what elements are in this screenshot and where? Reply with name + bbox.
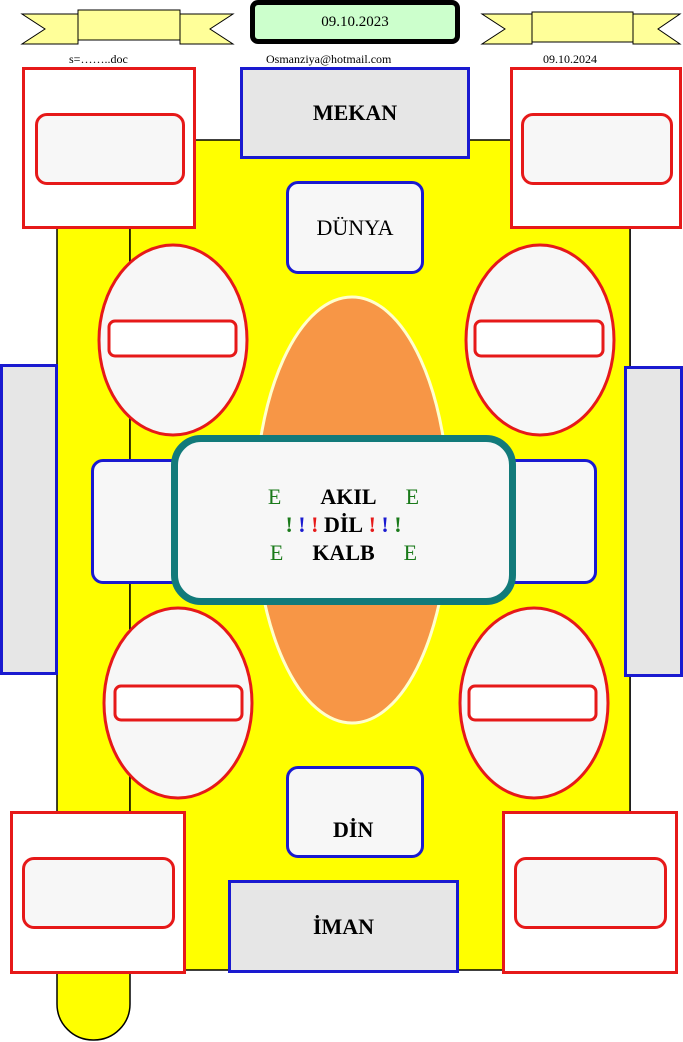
date-right-label: 09.10.2024 xyxy=(543,52,597,66)
dil-mark-l2: ! xyxy=(298,512,306,537)
dil-mark-l1: ! xyxy=(285,512,293,537)
left-banner xyxy=(20,9,235,45)
side-panel-right xyxy=(624,366,683,677)
corner-seat-bottom-left xyxy=(10,811,186,974)
seat-bar-top-left xyxy=(107,319,238,358)
akil-right-e: E xyxy=(405,484,420,509)
dil-mark-l3: ! xyxy=(311,512,319,537)
file-label: s=……..doc xyxy=(69,52,128,66)
right-banner xyxy=(480,11,682,45)
iman-label: İMAN xyxy=(312,913,375,939)
seat-bar-bottom-right xyxy=(467,684,598,722)
corner-seat-top-right xyxy=(510,67,682,229)
din-box: DİN xyxy=(286,766,424,858)
dil-word: DİL xyxy=(323,512,364,537)
corner-seat-bottom-right xyxy=(502,811,678,974)
date-box: 09.10.2023 xyxy=(250,0,460,44)
center-line-kalb: E KALB E xyxy=(178,540,509,566)
email-label: Osmanziya@hotmail.com xyxy=(266,52,392,66)
center-line-dil: ! ! ! DİL ! ! ! xyxy=(178,512,509,538)
date-center: 09.10.2023 xyxy=(321,13,389,30)
mekan-label: MEKAN xyxy=(312,100,398,125)
dunya-box: DÜNYA xyxy=(286,181,424,274)
center-panel: E AKIL E ! ! ! DİL ! ! ! E KALB E xyxy=(171,435,516,605)
corner-seat-bottom-right-cushion xyxy=(514,857,667,929)
corner-seat-top-right-cushion xyxy=(521,113,673,185)
kalb-left-e: E xyxy=(269,540,284,565)
dunya-label: DÜNYA xyxy=(316,214,394,240)
dil-mark-r3: ! xyxy=(394,512,402,537)
iman-box: İMAN xyxy=(228,880,459,973)
seat-bar-top-right xyxy=(473,319,605,358)
din-label: DİN xyxy=(333,817,374,842)
akil-word: AKIL xyxy=(320,484,377,509)
dil-mark-r2: ! xyxy=(381,512,389,537)
akil-left-e: E xyxy=(267,484,282,509)
center-line-akil: E AKIL E xyxy=(178,484,509,510)
mekan-box: MEKAN xyxy=(240,67,470,159)
dil-mark-r1: ! xyxy=(368,512,376,537)
corner-seat-bottom-left-cushion xyxy=(22,857,175,929)
side-panel-left xyxy=(0,364,58,675)
kalb-right-e: E xyxy=(403,540,418,565)
corner-seat-top-left xyxy=(22,67,196,229)
seat-bar-bottom-left xyxy=(113,684,244,722)
corner-seat-top-left-cushion xyxy=(35,113,185,185)
kalb-word: KALB xyxy=(312,540,375,565)
